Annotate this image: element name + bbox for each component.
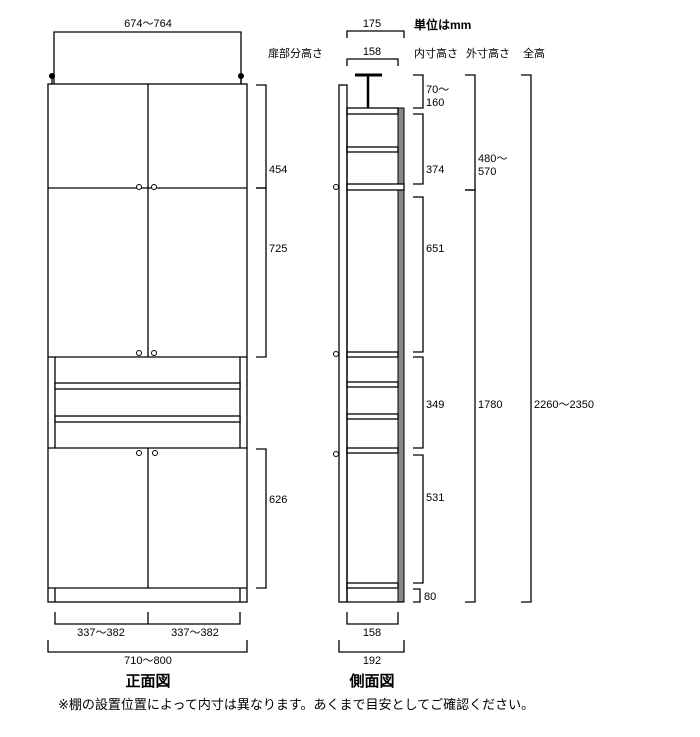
- front-view-title: 正面図: [125, 673, 170, 690]
- pole-cap-right-icon: [238, 73, 244, 79]
- knob-icon: [151, 184, 157, 190]
- dim-bracket: [346, 612, 399, 625]
- unit-label: 単位はmm: [414, 17, 471, 32]
- total-height-header: 全高: [523, 46, 545, 60]
- dim-bracket: [256, 84, 267, 189]
- dim-bracket: [465, 74, 476, 191]
- knob-icon: [136, 350, 142, 356]
- top-width-dimension: [53, 31, 242, 84]
- total-width-dimension: [47, 640, 248, 653]
- dim-bracket: [346, 58, 399, 66]
- outer-upper-label-2: 570: [478, 166, 496, 178]
- door-height-header: 扉部分高さ: [268, 46, 323, 60]
- back-panel: [397, 107, 405, 603]
- knob-icon: [152, 450, 158, 456]
- knob-icon: [333, 451, 339, 457]
- adjuster-label-1: 70〜: [426, 84, 449, 96]
- inner-open-label: 349: [426, 399, 444, 411]
- knob-icon: [151, 350, 157, 356]
- drawing-line: [346, 351, 399, 358]
- door-lower-label: 626: [269, 494, 287, 506]
- drawing-line: [136, 184, 158, 456]
- dim-bracket: [413, 74, 424, 109]
- door-width-dimension: [54, 612, 241, 625]
- door-width-right-label: 337〜382: [171, 627, 219, 639]
- dim-bracket: [521, 74, 532, 603]
- dim-bracket: [413, 454, 424, 584]
- side-view-title: 側面図: [348, 672, 394, 690]
- door-upper-label: 454: [269, 164, 287, 176]
- door-middle-label: 725: [269, 243, 287, 255]
- outer-main-label: 1780: [478, 399, 502, 411]
- dim-bracket: [256, 187, 267, 358]
- dim-bracket: [413, 588, 421, 603]
- dim-bracket: [338, 640, 405, 653]
- shelf: [54, 415, 241, 423]
- knob-icon: [136, 184, 142, 190]
- top-width-label: 674〜764: [124, 18, 172, 30]
- bottom-depth-outer-label: 192: [363, 655, 381, 667]
- total-width-label: 710〜800: [124, 655, 172, 667]
- shelf: [54, 382, 241, 390]
- door-side: [338, 84, 348, 603]
- inner-top-label: 374: [426, 164, 444, 176]
- knob-icon: [333, 351, 339, 357]
- inner-upper-label: 651: [426, 243, 444, 255]
- dim-bracket: [413, 196, 424, 353]
- outer-upper-label-1: 480〜: [478, 153, 507, 165]
- shelf: [346, 146, 399, 153]
- drawing-line: [333, 184, 339, 457]
- bottom-depth-inner-label: 158: [363, 627, 381, 639]
- drawing-line: [346, 447, 399, 454]
- inner-height-header: 内寸高さ: [414, 46, 458, 60]
- pole-cap-left-icon: [49, 73, 55, 79]
- front-view: 674〜764 扉部分高さ 454 725 626 337〜382 337〜38: [47, 18, 323, 690]
- shelf: [346, 413, 399, 420]
- dim-bracket: [413, 356, 424, 449]
- door-width-left-label: 337〜382: [77, 627, 125, 639]
- dim-bracket: [346, 30, 405, 38]
- knob-icon: [136, 450, 142, 456]
- adjuster-label-2: 160: [426, 97, 444, 109]
- total-height-label: 2260〜2350: [534, 399, 594, 411]
- drawing-line: [346, 107, 399, 115]
- inner-lower-label: 531: [426, 492, 444, 504]
- side-view: 単位はmm 175 158 内寸高さ 外寸高さ 全高 70〜 160 374: [333, 17, 594, 690]
- outer-height-header: 外寸高さ: [466, 46, 510, 60]
- top-depth-inner-label: 158: [363, 46, 381, 58]
- inner-base-label: 80: [424, 591, 436, 603]
- knob-icon: [333, 184, 339, 190]
- dim-bracket: [256, 448, 267, 589]
- shelf: [346, 381, 399, 388]
- dim-bracket: [413, 113, 424, 185]
- dim-bracket: [465, 189, 476, 603]
- top-depth-outer-label: 175: [363, 18, 381, 30]
- footnote: ※棚の設置位置によって内寸は異なります。あくまで目安としてご確認ください。: [58, 697, 534, 712]
- drawing-line: [346, 582, 399, 589]
- drawing-line: [346, 183, 405, 191]
